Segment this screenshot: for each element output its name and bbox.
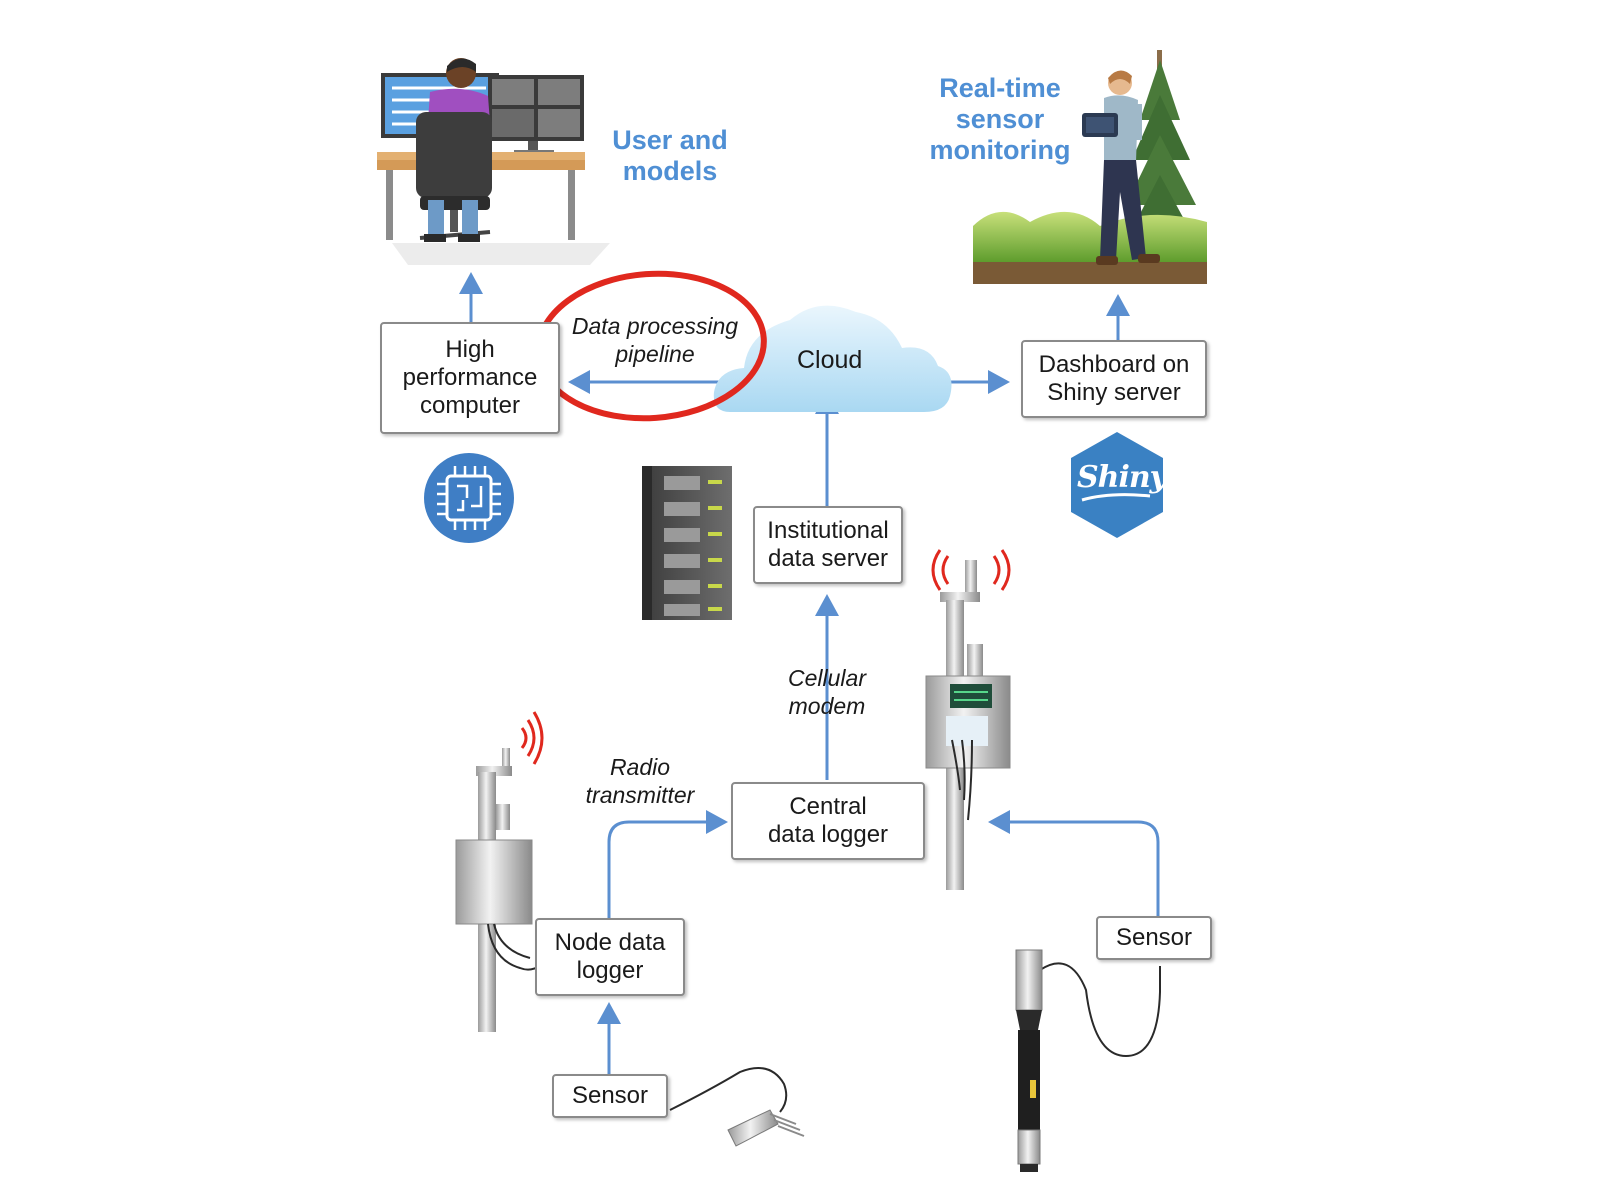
label-line: Cellular	[788, 665, 866, 691]
box-line: High	[445, 336, 495, 363]
realtime-monitoring-label: Real-time sensor monitoring	[920, 73, 1080, 166]
label-line: models	[622, 156, 718, 186]
label-line: modem	[788, 693, 866, 719]
soil-sensor-icon	[669, 1067, 805, 1147]
probe-sensor-icon	[1015, 949, 1161, 1172]
arrowhead-up	[459, 272, 483, 294]
label-line: Radio	[609, 754, 671, 780]
box-line: performance	[402, 364, 538, 391]
box-line: Node data	[554, 929, 666, 956]
arrowhead-right	[988, 370, 1010, 394]
central-data-logger-box: Central data logger	[731, 782, 925, 860]
arrowhead-left	[568, 370, 590, 394]
arrow-sensor-to-station	[1008, 820, 1160, 916]
user-and-models-label: User and models	[600, 125, 740, 187]
arrowhead-up	[597, 1002, 621, 1024]
box-line: data server	[767, 545, 889, 572]
label-line: User and	[612, 125, 728, 155]
server-rack-icon	[642, 466, 732, 620]
sensor-right-box: Sensor	[1096, 916, 1212, 960]
box-line: Dashboard on	[1038, 351, 1190, 378]
box-line: computer	[419, 392, 521, 419]
box-line: Institutional	[767, 517, 889, 544]
cloud-icon	[713, 305, 952, 412]
label-line: Data processing	[571, 313, 739, 339]
box-line: Sensor	[571, 1082, 649, 1109]
radio-transmitter-label: Radio transmitter	[570, 753, 710, 809]
box-line: Shiny server	[1047, 379, 1181, 406]
dashboard-shiny-server-box: Dashboard on Shiny server	[1021, 340, 1207, 418]
box-line: data logger	[767, 821, 889, 848]
cloud-label: Cloud	[797, 346, 863, 374]
node-data-logger-box: Node data logger	[535, 918, 685, 996]
chip-icon	[424, 453, 514, 543]
box-line: Sensor	[1115, 924, 1193, 951]
arrow-node-to-central	[607, 820, 708, 918]
high-performance-computer-box: High performance computer	[380, 322, 560, 434]
workstation-icon	[377, 58, 610, 265]
arrowhead-right	[706, 810, 728, 834]
label-line: pipeline	[615, 341, 695, 367]
arrowhead-up	[1106, 294, 1130, 316]
arrows	[459, 272, 1160, 1074]
box-line: logger	[576, 957, 644, 984]
label-line: transmitter	[585, 782, 695, 808]
arrowhead-left	[988, 810, 1010, 834]
cellular-modem-label: Cellular modem	[757, 664, 897, 720]
label-line: Real-time	[939, 73, 1061, 103]
weather-station-icon	[925, 549, 1011, 890]
box-line: Central	[789, 793, 867, 820]
shiny-logo-text: Shiny	[1077, 460, 1167, 495]
arrowhead-up	[815, 594, 839, 616]
label-line: monitoring	[929, 135, 1071, 165]
weather-station-icon	[455, 711, 544, 1032]
label-line: sensor	[955, 104, 1045, 134]
data-processing-pipeline-label: Data processing pipeline	[555, 312, 755, 368]
institutional-data-server-box: Institutional data server	[753, 506, 903, 584]
shiny-logo-icon	[1071, 432, 1163, 538]
sensor-left-box: Sensor	[552, 1074, 668, 1118]
person-with-tablet-icon	[973, 50, 1207, 284]
